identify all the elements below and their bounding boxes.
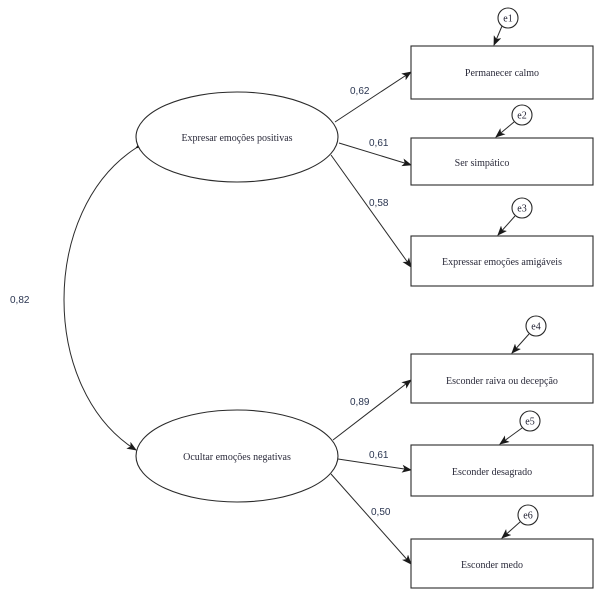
loading-coefficient: 0,61: [369, 138, 389, 149]
loading-coefficient: 0,61: [369, 450, 389, 461]
indicator-label: Expressar emoções amigáveis: [442, 257, 562, 268]
indicator-label: Esconder raiva ou decepção: [446, 376, 558, 387]
loading-coefficient: 0,50: [371, 507, 391, 518]
indicator-label: Permanecer calmo: [465, 68, 539, 79]
indicator-box-i3: Expressar emoções amigáveis: [410, 235, 594, 287]
loading-path-i2: [338, 142, 412, 167]
latent-factor-ocultar-negativas: Ocultar emoções negativas: [135, 409, 339, 503]
loading-coefficient: 0,62: [350, 86, 370, 97]
loading-coefficient: 0,89: [350, 397, 370, 408]
loading-path-i3: [330, 154, 412, 268]
indicator-box-i1: Permanecer calmo: [410, 45, 594, 100]
latent-factor-label: Ocultar emoções negativas: [183, 452, 291, 463]
correlation-coefficient: 0,82: [10, 295, 30, 306]
error-term-e3: e3: [497, 197, 533, 236]
indicator-label: Esconder medo: [461, 560, 523, 571]
error-term-e4: e4: [511, 315, 547, 354]
error-label: e6: [523, 511, 532, 522]
loading-path-i6: [330, 473, 412, 565]
indicator-box-i5: Esconder desagrado: [410, 444, 594, 497]
loading-coefficient: 0,58: [369, 198, 389, 209]
error-label: e5: [525, 417, 534, 428]
error-label: e4: [531, 322, 540, 333]
indicator-box-i4: Esconder raiva ou decepção: [410, 353, 594, 404]
error-label: e2: [517, 111, 526, 122]
loading-path-i5: [337, 458, 412, 473]
indicator-label: Esconder desagrado: [452, 467, 532, 478]
error-label: e1: [503, 14, 512, 25]
latent-factor-expressar-positivas: Expresar emoções positivas: [135, 91, 339, 183]
indicator-box-i2: Ser simpático: [410, 137, 594, 186]
indicator-box-i6: Esconder medo: [410, 538, 594, 589]
error-term-e5: e5: [499, 410, 541, 445]
error-term-e6: e6: [501, 504, 539, 539]
indicator-label: Ser simpático: [455, 158, 510, 169]
loading-path-i4: [332, 379, 412, 441]
error-term-e2: e2: [495, 104, 533, 138]
latent-factor-label: Expresar emoções positivas: [181, 133, 292, 144]
loading-path-i1: [334, 71, 412, 123]
error-label: e3: [517, 204, 526, 215]
error-term-e1: e1: [493, 7, 519, 46]
correlation-arc: [63, 139, 146, 451]
